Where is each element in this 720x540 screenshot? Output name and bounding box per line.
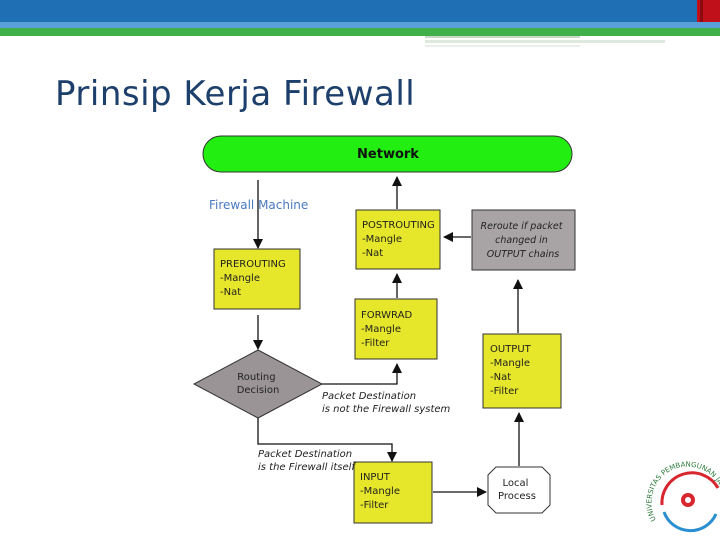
output-box xyxy=(482,333,562,409)
postrouting-line: -Mangle xyxy=(362,234,402,245)
label-not-firewall: Packet Destination is not the Firewall s… xyxy=(322,391,451,415)
prerouting-box xyxy=(213,248,301,310)
forward-line: FORWRAD xyxy=(361,310,412,321)
prerouting-line: PREROUTING xyxy=(220,259,286,270)
forward-line: -Filter xyxy=(361,338,390,349)
edge-decision-to-input xyxy=(257,418,397,462)
local-process-text: Local Process xyxy=(498,478,536,502)
output-line: -Filter xyxy=(490,386,519,397)
postrouting-text: POSTROUTING -Mangle -Nat xyxy=(362,220,438,259)
header-bar xyxy=(0,0,720,22)
header-accent-dark xyxy=(700,0,703,22)
prerouting-text: PREROUTING -Mangle -Nat xyxy=(220,259,289,298)
prerouting-line: -Nat xyxy=(220,287,241,298)
forward-text: FORWRAD -Mangle -Filter xyxy=(361,310,415,349)
label-not-firewall-line: is not the Firewall system xyxy=(322,404,451,415)
logo-center-dot xyxy=(685,497,691,503)
input-box xyxy=(353,461,433,524)
firewall-machine-label: Firewall Machine xyxy=(209,198,308,212)
postrouting-box xyxy=(355,209,441,270)
input-line: INPUT xyxy=(360,472,391,483)
postrouting-line: POSTROUTING xyxy=(362,220,435,231)
header-stripe-green xyxy=(0,28,720,36)
header-stripe-line xyxy=(425,45,580,47)
edge-decision-to-forward xyxy=(322,363,402,385)
label-firewall-itself: Packet Destination is the Firewall itsel… xyxy=(258,449,356,473)
network-node xyxy=(202,135,573,173)
output-line: -Mangle xyxy=(490,358,530,369)
university-logo: UNIVERSITAS PEMBANGUNAN JAYA xyxy=(645,461,720,533)
routing-decision-line: Routing xyxy=(237,372,275,383)
reroute-line: changed in xyxy=(495,235,548,246)
input-text: INPUT -Mangle -Filter xyxy=(360,472,403,511)
local-process-node xyxy=(487,466,551,514)
header-stripe-line xyxy=(425,36,580,38)
reroute-line: OUTPUT chains xyxy=(487,249,559,260)
output-line: -Nat xyxy=(490,372,511,383)
postrouting-line: -Nat xyxy=(362,248,383,259)
header-stripe-blue xyxy=(0,22,720,28)
forward-line: -Mangle xyxy=(361,324,401,335)
header-stripe-line xyxy=(425,40,665,43)
routing-decision-diamond xyxy=(192,349,324,419)
label-firewall-itself-line: is the Firewall itself xyxy=(258,462,356,473)
input-line: -Mangle xyxy=(360,486,400,497)
input-line: -Filter xyxy=(360,500,389,511)
logo-arc-red xyxy=(660,471,720,506)
reroute-line: Reroute if packet xyxy=(481,221,564,232)
output-line: OUTPUT xyxy=(490,344,532,355)
logo-text-path: UNIVERSITAS PEMBANGUNAN JAYA xyxy=(645,461,720,523)
logo-text: UNIVERSITAS PEMBANGUNAN JAYA xyxy=(645,461,720,523)
reroute-text: Reroute if packet changed in OUTPUT chai… xyxy=(481,221,566,260)
local-process-line: Process xyxy=(498,491,536,502)
logo-arc-blue xyxy=(662,511,718,533)
label-not-firewall-line: Packet Destination xyxy=(322,391,416,402)
routing-decision-line: Decision xyxy=(237,385,280,396)
output-text: OUTPUT -Mangle -Nat -Filter xyxy=(490,344,534,397)
label-firewall-itself-line: Packet Destination xyxy=(258,449,352,460)
slide-title: Prinsip Kerja Firewall xyxy=(55,74,416,114)
network-label: Network xyxy=(357,147,419,162)
reroute-box xyxy=(471,209,576,271)
local-process-line: Local xyxy=(502,478,528,489)
forward-box xyxy=(354,298,438,360)
routing-decision-text: Routing Decision xyxy=(237,372,280,396)
prerouting-line: -Mangle xyxy=(220,273,260,284)
